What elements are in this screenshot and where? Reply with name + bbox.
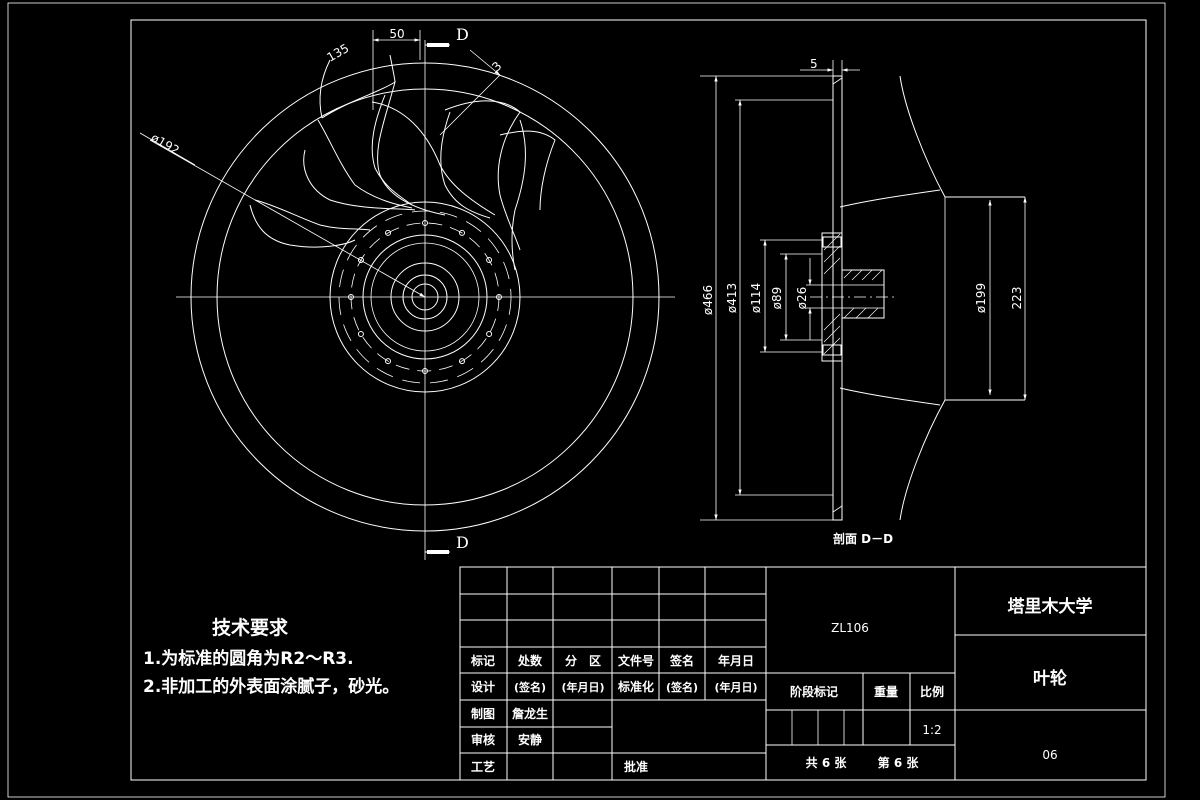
row-design-label: 设计 [471, 679, 495, 694]
header-signature: 签名 [669, 653, 694, 668]
impeller-blade [389, 54, 396, 83]
impeller-blade [371, 101, 496, 216]
dim-5: 5 [810, 57, 818, 71]
bolt-hole [422, 220, 428, 226]
weight-label: 重量 [874, 684, 898, 699]
dim-dia-466: ø466 [701, 285, 715, 315]
impeller-blade [511, 119, 526, 271]
row-check-label: 审核 [471, 732, 495, 747]
bolt-hole [486, 257, 493, 263]
hub-boss [841, 269, 885, 319]
bolt-hole [459, 229, 465, 236]
row-approve-label: 批准 [624, 759, 648, 774]
header-count: 处数 [517, 653, 543, 668]
section-caption: 剖面 D－D [833, 531, 893, 546]
bolt-hole [385, 229, 391, 236]
impeller-blade [317, 119, 413, 209]
impeller-blade [321, 80, 446, 216]
bolt-hole [357, 331, 364, 337]
impeller-blade [249, 204, 356, 248]
bolt-hole [385, 358, 391, 365]
bolt-hole [459, 358, 465, 365]
dim-dia-26: ø26 [795, 287, 809, 310]
bolt-hole [422, 368, 428, 374]
dim-dia-199: ø199 [974, 283, 988, 313]
row-design-sign: (签名) [514, 680, 546, 694]
row-design-date: (年月日) [561, 680, 604, 694]
outer-circle [190, 62, 660, 532]
sheets-total: 共 6 张 [806, 755, 848, 770]
impeller-blade [444, 100, 521, 251]
bolt-hole [496, 294, 502, 300]
bolt-holes [348, 220, 502, 374]
row-standardization: 标准化 [617, 679, 654, 694]
header-zone: 分 区 [565, 653, 601, 668]
impeller-blade [499, 130, 556, 211]
tech-req-item2: 2.非加工的外表面涂腻子，砂光。 [143, 676, 399, 697]
bolt-hole [348, 294, 354, 300]
angle-3: 3 [489, 59, 504, 74]
dim-dia-413: ø413 [725, 283, 739, 313]
impeller-blade [254, 199, 371, 231]
row-draw-label: 制图 [471, 706, 495, 721]
dim-dia-114: ø114 [749, 283, 763, 313]
dim-223: 223 [1010, 287, 1024, 310]
impeller-blade [303, 149, 416, 211]
drawing-code: ZL106 [831, 621, 869, 635]
impeller-blade [371, 94, 413, 206]
bolt-hole [357, 257, 364, 263]
row-process-label: 工艺 [471, 759, 495, 774]
back-plate [832, 75, 843, 521]
title-block: 标记 处数 分 区 文件号 签名 年月日 设计 (签名) (年月日) 标准化 (… [459, 566, 1147, 781]
drawing-number: 06 [1042, 748, 1057, 762]
angle-135: 135 [325, 41, 352, 65]
bolt-hole [486, 331, 493, 337]
inner-rim-circle [216, 88, 634, 506]
sheet-number: 第 6 张 [878, 755, 920, 770]
row-draw-name: 詹龙生 [512, 706, 548, 721]
part-name: 叶轮 [1033, 668, 1067, 689]
row-std-date: (年月日) [714, 680, 757, 694]
header-file-no: 文件号 [618, 653, 654, 668]
header-mark: 标记 [470, 653, 495, 668]
scale-label: 比例 [920, 684, 944, 699]
tech-req-item1: 1.为标准的圆角为R2～R3. [143, 648, 354, 669]
section-mark-top: D [456, 25, 469, 44]
row-std-sign: (签名) [666, 680, 698, 694]
university-name: 塔里木大学 [1008, 596, 1093, 617]
dim-50: 50 [389, 27, 404, 41]
dim-dia-192: ø192 [149, 130, 182, 157]
dashed-bolt-circle [350, 222, 500, 372]
tech-req-title: 技术要求 [212, 616, 289, 639]
row-check-name: 安静 [518, 732, 542, 747]
stage-mark: 阶段标记 [790, 684, 838, 699]
impeller-blade [319, 59, 331, 119]
hub-circle [329, 201, 521, 393]
dim-dia-89: ø89 [770, 287, 784, 310]
section-mark-bottom: D [456, 533, 469, 552]
tech-requirements: 技术要求 1.为标准的圆角为R2～R3. 2.非加工的外表面涂腻子，砂光。 [143, 616, 399, 697]
scale-value: 1:2 [922, 723, 941, 737]
impeller-blade [440, 111, 491, 219]
header-date: 年月日 [718, 653, 754, 668]
outer-border [7, 2, 1166, 798]
front-view: 50 D D 135 3 ø192 [139, 25, 675, 560]
section-view: 5 ø466 [700, 57, 1027, 546]
shroud-profile [899, 75, 1025, 198]
